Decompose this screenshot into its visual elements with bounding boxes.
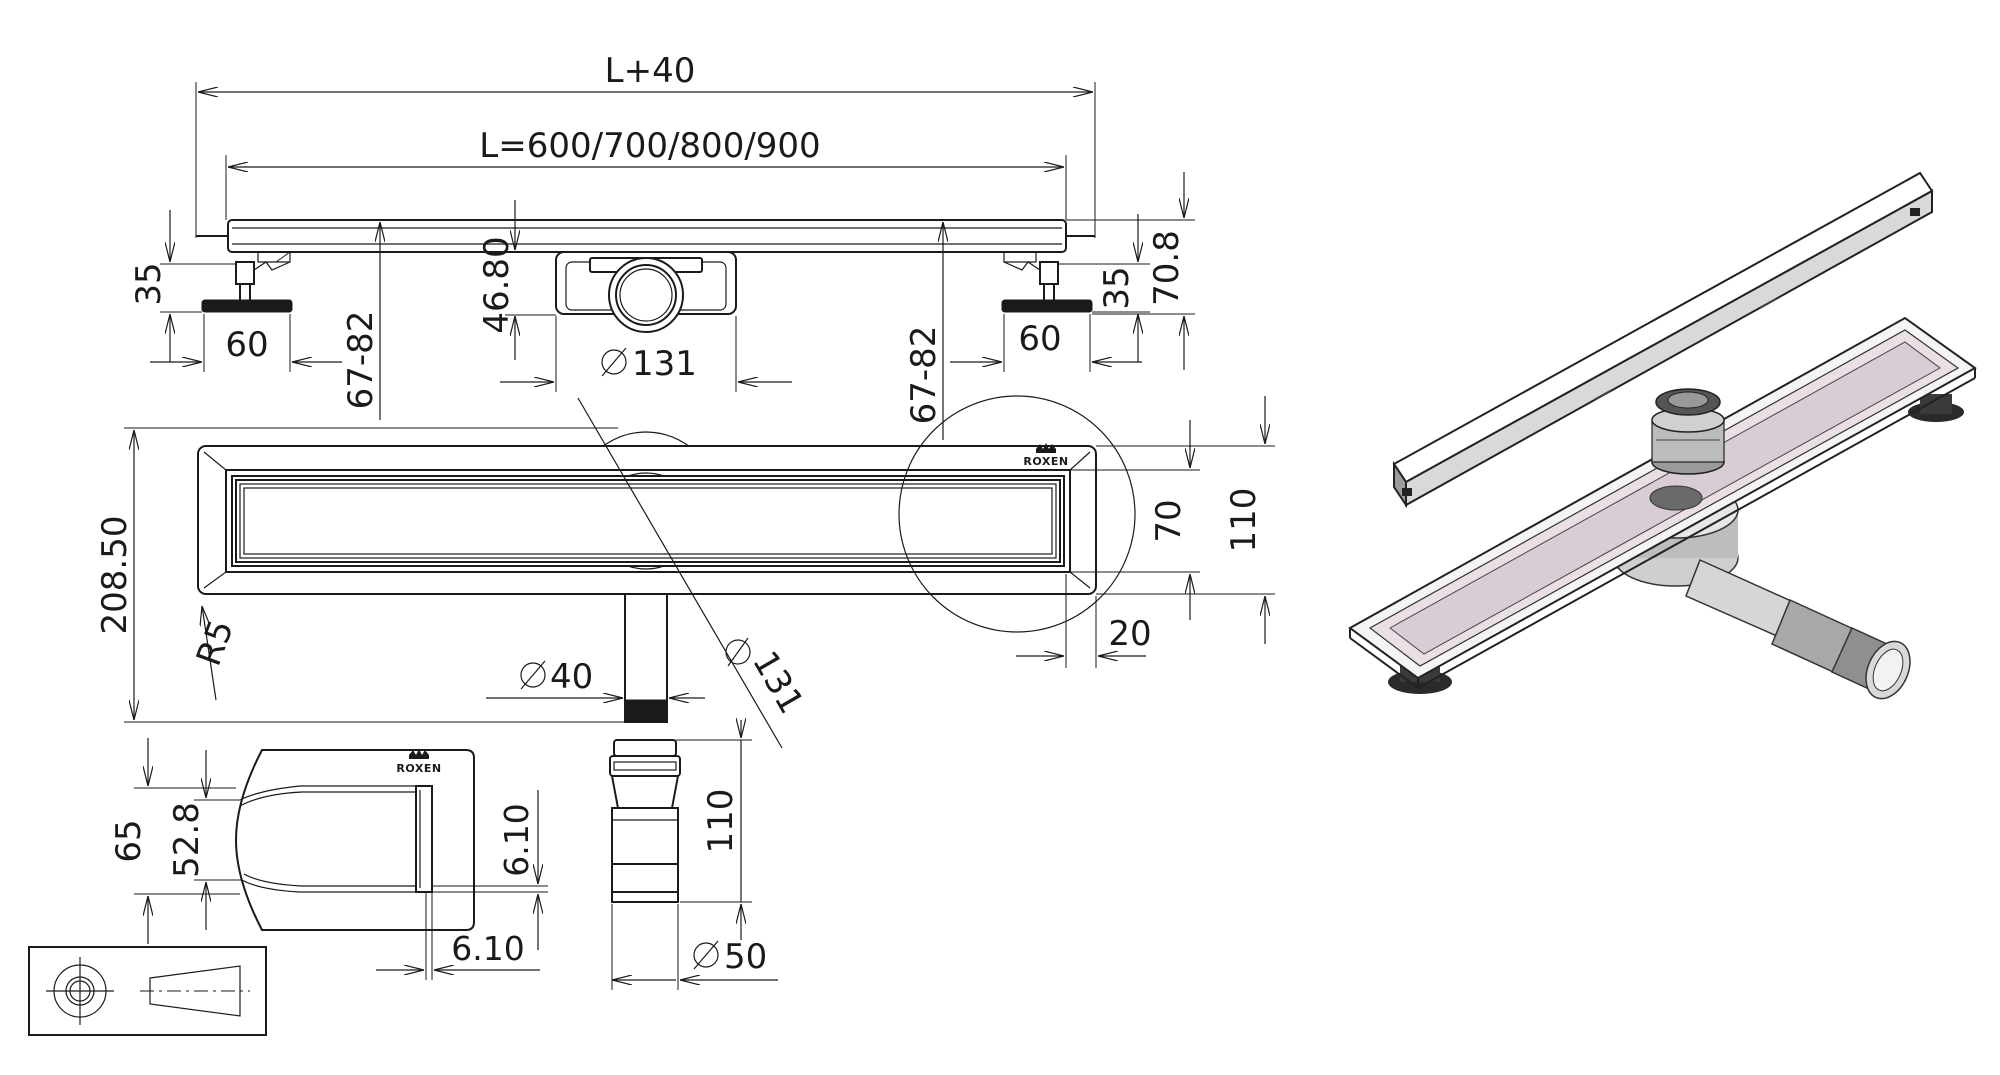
dim-pipe-diameter: 40 bbox=[486, 657, 705, 698]
section-height-label: 65 bbox=[109, 819, 149, 862]
section-detail: ROXEN 65 52.8 6.10 6.10 bbox=[109, 738, 548, 980]
foot-height-left-label: 35 bbox=[129, 262, 169, 305]
pipe-diameter-label: 40 bbox=[550, 657, 593, 697]
adapter-length-label: 110 bbox=[701, 789, 741, 854]
dim-total-height: 70.8 bbox=[1066, 172, 1195, 370]
dim-section-inner: 52.8 bbox=[167, 750, 242, 930]
dim-overall-length: L+40 bbox=[195, 51, 1096, 238]
dim-outlet-diameter-plan: 131 bbox=[725, 637, 811, 721]
dim-outlet-depth: 46.80 bbox=[477, 200, 556, 360]
roxen-logo-text: ROXEN bbox=[396, 762, 441, 775]
frame-width-label: 110 bbox=[1224, 488, 1264, 553]
iso-channel bbox=[1348, 316, 1977, 690]
dim-foot-width-left: 60 bbox=[150, 314, 342, 372]
iso-siphon bbox=[1651, 388, 1725, 475]
dim-foot-height-right: 35 bbox=[1058, 214, 1150, 362]
adapter-diameter-label: 50 bbox=[724, 937, 767, 977]
leg-adjust-right-label: 67-82 bbox=[904, 326, 944, 425]
dim-flange: 20 bbox=[1016, 574, 1152, 668]
dim-wall-horizontal: 6.10 bbox=[376, 892, 540, 980]
dim-leg-adjust-left: 67-82 bbox=[341, 222, 381, 420]
flange-label: 20 bbox=[1108, 614, 1151, 654]
dim-wall-vertical: 6.10 bbox=[432, 790, 548, 950]
grate-plan bbox=[231, 475, 1065, 567]
dim-channel-length: L=600/700/800/900 bbox=[225, 126, 1067, 220]
section-inner-label: 52.8 bbox=[167, 802, 207, 878]
left-adjustable-foot bbox=[201, 251, 293, 313]
foot-height-right-label: 35 bbox=[1097, 266, 1137, 309]
wall-horizontal-label: 6.10 bbox=[451, 929, 524, 968]
total-height-label: 70.8 bbox=[1147, 230, 1187, 306]
dim-section-height: 65 bbox=[109, 738, 240, 944]
dim-foot-width-right: 60 bbox=[950, 314, 1142, 372]
front-view: L+40 L=600/700/800/900 bbox=[129, 51, 1195, 440]
dim-corner-radius: R5 bbox=[189, 606, 242, 701]
roxen-logo-text: ROXEN bbox=[1023, 455, 1068, 468]
detail-circle bbox=[898, 395, 1136, 633]
foot-width-right-label: 60 bbox=[1018, 319, 1061, 359]
diameter-symbol-icon bbox=[520, 662, 546, 688]
roxen-logo: ROXEN bbox=[396, 749, 441, 775]
wall-vertical-label: 6.10 bbox=[497, 803, 536, 876]
channel-length-label: L=600/700/800/900 bbox=[479, 126, 820, 166]
leg-adjust-left-label: 67-82 bbox=[341, 311, 381, 410]
channel-side-profile bbox=[196, 219, 1095, 253]
foot-width-left-label: 60 bbox=[225, 325, 268, 365]
outlet-diameter-plan-label: 131 bbox=[744, 645, 811, 721]
iso-outlet-pipe bbox=[1685, 558, 1911, 700]
overall-length-label: L+40 bbox=[605, 51, 696, 91]
dim-foot-height-left: 35 bbox=[129, 210, 236, 362]
diameter-symbol-icon bbox=[693, 942, 719, 968]
corner-radius-label: R5 bbox=[189, 615, 242, 671]
diameter-symbol-icon bbox=[601, 349, 627, 375]
drain-assembly-isometric bbox=[1348, 171, 1977, 700]
right-adjustable-foot bbox=[1001, 252, 1093, 313]
diameter-symbol-icon bbox=[725, 639, 751, 665]
dim-adapter-length: 110 bbox=[676, 720, 752, 940]
roxen-logo: ROXEN bbox=[1023, 443, 1068, 468]
dim-frame-width: 110 bbox=[1096, 396, 1275, 644]
dim-grate-width: 70 bbox=[1070, 420, 1200, 620]
iso-grate-cover bbox=[1392, 171, 1934, 509]
third-angle-projection-icon bbox=[28, 946, 267, 1036]
plan-width-label: 208.50 bbox=[95, 516, 135, 635]
dim-adapter-diameter: 50 bbox=[611, 904, 778, 990]
outlet-depth-label: 46.80 bbox=[477, 236, 517, 333]
outlet-diameter-front-label: 131 bbox=[632, 344, 697, 384]
dim-leg-adjust-right: 67-82 bbox=[904, 222, 944, 440]
dim-outlet-diameter-front: 131 bbox=[500, 316, 792, 392]
outlet-front bbox=[555, 251, 737, 333]
outlet-adapter: 110 50 bbox=[609, 720, 778, 990]
plan-view: ROXEN 208.50 R5 40 bbox=[95, 395, 1275, 749]
grate-width-label: 70 bbox=[1149, 499, 1189, 542]
dim-plan-width: 208.50 bbox=[95, 427, 625, 723]
